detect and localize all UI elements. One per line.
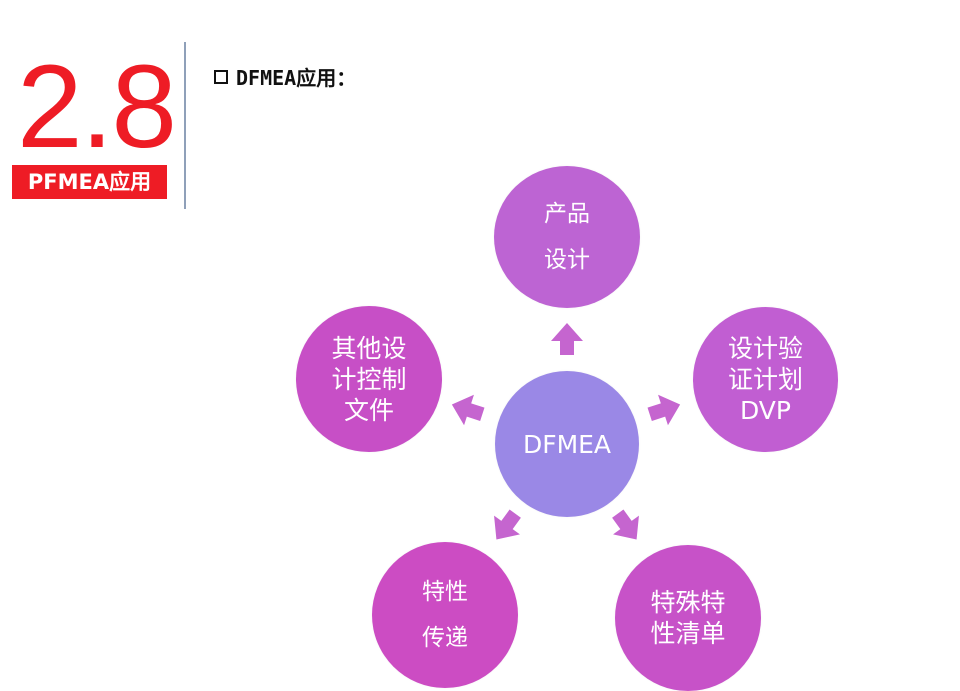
arrow-bottom-right-icon bbox=[604, 504, 650, 549]
checkbox-square-icon bbox=[214, 69, 228, 84]
node-label-line: DVP bbox=[740, 396, 791, 425]
node-label-line: 特性 bbox=[422, 579, 468, 605]
heading-text: DFMEA应用： bbox=[236, 66, 357, 90]
node-other-design-control-docs: 其他设 计控制 文件 bbox=[296, 306, 442, 452]
section-number: 2.8 bbox=[16, 41, 177, 173]
node-label-line: DFMEA bbox=[522, 429, 612, 459]
arrow-right-icon bbox=[644, 389, 686, 430]
node-label-line: 产品 bbox=[544, 201, 590, 227]
node-label-line: 计控制 bbox=[331, 364, 407, 394]
node-product-design: 产品 设计 bbox=[494, 166, 640, 308]
node-center-dfmea: DFMEA bbox=[495, 371, 639, 517]
node-special-characteristics-list: 特殊特 性清单 bbox=[615, 545, 761, 691]
page-heading: DFMEA应用： bbox=[214, 62, 356, 91]
node-label-line: 特殊特 bbox=[650, 588, 726, 617]
node-label-line: 设计验 bbox=[727, 334, 803, 363]
arrow-up-icon bbox=[551, 323, 583, 355]
node-label-line: 传递 bbox=[422, 625, 468, 651]
node-label-line: 设计 bbox=[544, 247, 590, 273]
arrow-left-icon bbox=[446, 389, 488, 430]
node-label-line: 证计划 bbox=[727, 365, 803, 394]
node-design-verification-plan: 设计验 证计划 DVP bbox=[693, 307, 838, 452]
node-label-line: 性清单 bbox=[650, 619, 726, 648]
section-tag: PFMEA应用 bbox=[12, 165, 167, 199]
node-characteristic-transfer: 特性 传递 bbox=[372, 542, 518, 688]
node-label-line: 文件 bbox=[343, 395, 394, 425]
node-label-line: 其他设 bbox=[331, 333, 407, 363]
vertical-divider bbox=[184, 42, 186, 209]
arrow-bottom-left-icon bbox=[483, 504, 529, 549]
